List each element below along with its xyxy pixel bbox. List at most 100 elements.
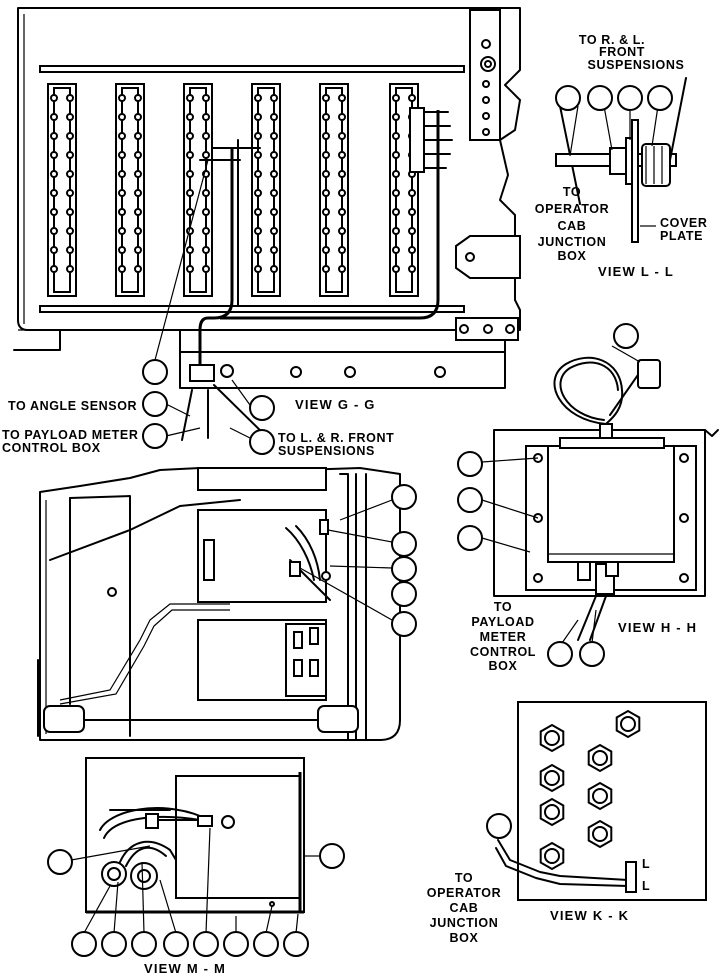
callout-balloon xyxy=(249,429,275,455)
terminal-screw xyxy=(66,94,74,102)
terminal-screw xyxy=(50,227,58,235)
callout-balloon xyxy=(142,423,168,449)
terminal-screw xyxy=(254,246,262,254)
terminal-screw xyxy=(270,132,278,140)
terminal-screw xyxy=(134,132,142,140)
terminal-screw xyxy=(254,151,262,159)
view-h-title: VIEW H - H xyxy=(618,620,697,635)
terminal-screw xyxy=(50,170,58,178)
callout-balloon xyxy=(579,641,605,667)
terminal-screw xyxy=(186,113,194,121)
terminal-screw xyxy=(392,151,400,159)
callout-balloon xyxy=(142,391,168,417)
terminal-screw xyxy=(322,94,330,102)
terminal-screw xyxy=(338,227,346,235)
terminal-screw xyxy=(408,227,416,235)
terminal-screw xyxy=(338,113,346,121)
terminal-screw xyxy=(254,132,262,140)
svg-text:BOX: BOX xyxy=(450,931,479,945)
terminal-screw xyxy=(338,151,346,159)
label-operator-cab-l: TO OPERATOR CAB JUNCTION BOX xyxy=(535,185,609,263)
hex-nut-bore xyxy=(544,770,560,786)
terminal-screw xyxy=(254,265,262,273)
callout-balloon xyxy=(613,323,639,349)
callout-balloon xyxy=(249,395,275,421)
terminal-screw xyxy=(392,189,400,197)
terminal-screw xyxy=(202,265,210,273)
terminal-screw xyxy=(322,151,330,159)
terminal-screw xyxy=(338,189,346,197)
callout-balloon xyxy=(391,611,417,637)
terminal-screw xyxy=(322,113,330,121)
terminal-screw xyxy=(408,208,416,216)
terminal-screw xyxy=(186,94,194,102)
terminal-screw xyxy=(50,151,58,159)
terminal-screw xyxy=(118,189,126,197)
terminal-screw xyxy=(322,189,330,197)
callout-balloon xyxy=(47,849,73,875)
view-g-drawing xyxy=(13,7,521,441)
view-l-drawing xyxy=(555,77,687,243)
terminal-screw xyxy=(322,265,330,273)
terminal-screw xyxy=(270,227,278,235)
terminal-screw xyxy=(50,208,58,216)
terminal-screw xyxy=(392,208,400,216)
view-h-drawing xyxy=(457,323,719,667)
callout-balloon xyxy=(457,487,483,513)
terminal-screw xyxy=(254,170,262,178)
terminal-screw xyxy=(50,246,58,254)
terminal-screw xyxy=(270,265,278,273)
terminal-screw xyxy=(322,132,330,140)
terminal-screw xyxy=(50,189,58,197)
terminal-screw xyxy=(134,113,142,121)
terminal-screw xyxy=(254,113,262,121)
callout-balloon xyxy=(617,85,643,111)
callout-balloon xyxy=(391,556,417,582)
view-l-title: VIEW L - L xyxy=(598,264,674,279)
callout-balloon xyxy=(647,85,673,111)
terminal-screw xyxy=(408,94,416,102)
terminal-screw xyxy=(66,208,74,216)
terminal-screw xyxy=(338,132,346,140)
terminal-screw xyxy=(118,132,126,140)
terminal-screw xyxy=(186,265,194,273)
hex-nut-bore xyxy=(544,730,560,746)
hex-nut-bore xyxy=(620,716,636,732)
svg-text:CAB: CAB xyxy=(450,901,479,915)
callout-balloon xyxy=(131,931,157,957)
terminal-screw xyxy=(270,113,278,121)
terminal-screw xyxy=(66,170,74,178)
terminal-screw xyxy=(408,265,416,273)
terminal-screw xyxy=(134,227,142,235)
svg-text:CAB: CAB xyxy=(558,219,587,233)
terminal-screw xyxy=(338,246,346,254)
terminal-screw xyxy=(202,208,210,216)
terminal-screw xyxy=(254,189,262,197)
terminal-screw xyxy=(270,246,278,254)
terminal-screw xyxy=(118,113,126,121)
label-payload-meter-line1: TO PAYLOAD METER xyxy=(2,428,138,442)
callout-balloon xyxy=(253,931,279,957)
hex-nut-bore xyxy=(592,750,608,766)
svg-text:BOX: BOX xyxy=(489,659,518,673)
terminal-screw xyxy=(202,113,210,121)
terminal-screw xyxy=(392,113,400,121)
label-front-suspensions-l-line1: TO R. & L. xyxy=(579,33,645,47)
label-cover-plate-line2: PLATE xyxy=(660,229,703,243)
terminal-screw xyxy=(202,94,210,102)
terminal-screw xyxy=(338,208,346,216)
terminal-screw xyxy=(254,208,262,216)
terminal-screw xyxy=(270,170,278,178)
callout-balloon xyxy=(391,531,417,557)
terminal-screw xyxy=(202,189,210,197)
terminal-screw xyxy=(186,151,194,159)
terminal-screw xyxy=(66,189,74,197)
terminal-screw xyxy=(50,113,58,121)
terminal-screw xyxy=(270,151,278,159)
view-k-drawing xyxy=(486,701,707,901)
svg-text:CONTROL: CONTROL xyxy=(470,645,536,659)
terminal-screw xyxy=(322,246,330,254)
svg-text:METER: METER xyxy=(480,630,527,644)
hex-nut-bore xyxy=(544,848,560,864)
